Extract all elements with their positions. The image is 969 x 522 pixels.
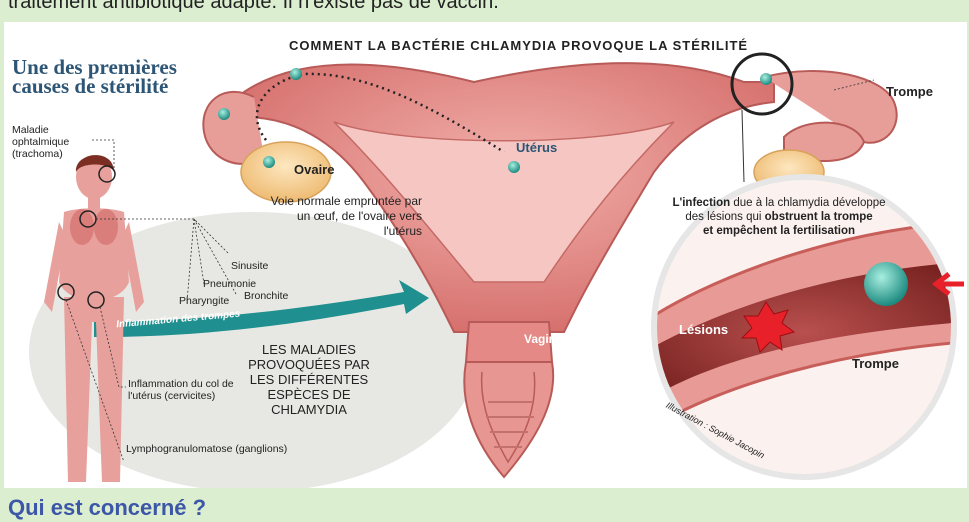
label-lympho: Lymphogranulomatose (ganglions) <box>126 443 287 455</box>
label-cervicites: Inflammation du col de l'utérus (cervici… <box>128 378 238 402</box>
top-text: traitement antibiotique adapté. Il n'exi… <box>8 0 499 14</box>
label-uterus: Utérus <box>516 140 557 155</box>
egg <box>263 156 275 168</box>
diagram-panel: COMMENT LA BACTÉRIE CHLAMYDIA PROVOQUE L… <box>4 22 967 488</box>
infection-bold-3: et empêchent la fertilisation <box>703 225 855 237</box>
label-vagin: Vagin <box>524 332 556 346</box>
label-bronchite: Bronchite <box>244 290 288 302</box>
label-trachoma: Maladie ophtalmique (trachoma) <box>12 124 102 160</box>
label-ovaire: Ovaire <box>294 162 334 177</box>
egg <box>290 68 302 80</box>
diagram-title: COMMENT LA BACTÉRIE CHLAMYDIA PROVOQUE L… <box>289 38 748 53</box>
egg <box>508 161 520 173</box>
label-maladies: LES MALADIES PROVOQUÉES PAR LES DIFFÉREN… <box>234 342 384 417</box>
bottom-question: Qui est concerné ? <box>8 495 206 521</box>
label-lesions: Lésions <box>679 322 728 337</box>
infection-bold-2: obstruent la trompe <box>765 211 873 223</box>
label-pharyngite: Pharyngite <box>179 295 229 307</box>
label-trompe-inset: Trompe <box>852 356 899 371</box>
egg <box>760 73 772 85</box>
infection-text-1: due à la chlamydia développe <box>733 197 885 209</box>
label-voie-normale: Voie normale empruntée par un œuf, de l'… <box>262 194 422 239</box>
label-pneumonie: Pneumonie <box>203 278 256 290</box>
infection-text-2: des lésions qui <box>685 211 761 223</box>
inset-egg <box>864 262 908 306</box>
side-heading: Une des premières causes de stérilité <box>12 58 232 96</box>
egg <box>218 108 230 120</box>
infection-caption: L'infection due à la chlamydia développe… <box>644 196 914 238</box>
label-sinusite: Sinusite <box>231 260 268 272</box>
infection-bold: L'infection <box>672 197 730 209</box>
label-trompe-top: Trompe <box>886 84 933 99</box>
